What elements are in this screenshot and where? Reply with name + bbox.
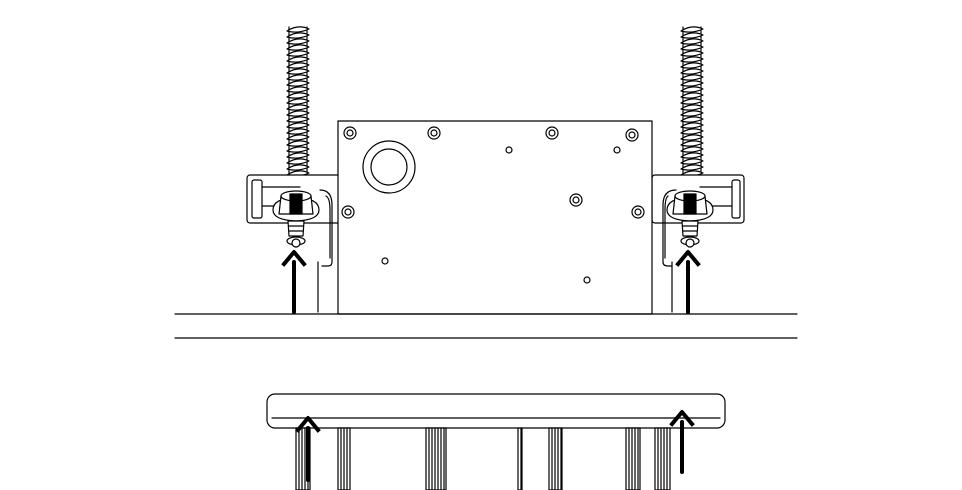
thread-coil [286, 140, 310, 147]
thread-coil [680, 74, 704, 81]
thread-coil [286, 122, 310, 129]
thread-coil [286, 128, 310, 135]
thread-coil [680, 32, 704, 39]
thread-coil [680, 56, 704, 63]
thread-coil [680, 38, 704, 45]
threaded-rod-left [286, 26, 310, 189]
small-hole [381, 257, 389, 265]
plate-holes [341, 126, 645, 284]
thread-coil [286, 56, 310, 63]
thread-coil [286, 32, 310, 39]
bolt-head [569, 193, 583, 207]
nut-assembly-left [272, 190, 320, 248]
thread-coil [286, 74, 310, 81]
thread-coil [286, 26, 310, 33]
thread-coil [286, 86, 310, 93]
up-arrow [295, 416, 321, 482]
thread-coil [680, 128, 704, 135]
thread-coil [680, 116, 704, 123]
thread-coil [286, 164, 310, 171]
thread-coil [680, 68, 704, 75]
thread-coil [680, 44, 704, 51]
thread-coil [286, 68, 310, 75]
mounting-plate [337, 120, 653, 315]
bolt-head [545, 126, 559, 140]
thread-coil [680, 158, 704, 165]
up-arrow [669, 410, 695, 474]
thread-coil [286, 62, 310, 69]
lower-tray [266, 393, 726, 490]
thread-coil [680, 62, 704, 69]
thread-coil [286, 134, 310, 141]
small-hole [505, 146, 513, 154]
threaded-rod-right [680, 26, 704, 189]
bolt-head [343, 126, 357, 140]
tray-rib [654, 427, 671, 490]
thread-coil [680, 50, 704, 57]
center-boss [362, 140, 416, 194]
small-hole [583, 276, 591, 284]
bolt-head [631, 205, 645, 219]
thread-coil [286, 116, 310, 123]
thread-coil [680, 152, 704, 159]
thread-coil [286, 50, 310, 57]
thread-coil [286, 92, 310, 99]
nut-assembly-right [666, 190, 714, 248]
thread-coil [286, 44, 310, 51]
thread-coil [286, 80, 310, 87]
up-arrow [281, 250, 307, 314]
thread-coil [680, 164, 704, 171]
thread-coil [680, 122, 704, 129]
bolt-head [625, 128, 639, 142]
thread-coil [286, 38, 310, 45]
tray-rib [517, 427, 523, 490]
bolt-head [341, 205, 355, 219]
thread-coil [286, 98, 310, 105]
thread-coil [680, 80, 704, 87]
thread-coil [680, 86, 704, 93]
thread-coil [286, 152, 310, 159]
thread-coil [680, 146, 704, 153]
thread-coil [286, 146, 310, 153]
thread-coil [680, 26, 704, 33]
thread-coil [286, 104, 310, 111]
thread-coil [680, 110, 704, 117]
upward-arrows [281, 250, 701, 482]
thread-coil [680, 104, 704, 111]
thread-coil [680, 140, 704, 147]
thread-coil [680, 98, 704, 105]
thread-coil [680, 92, 704, 99]
thread-coil [286, 158, 310, 165]
tray-ribs [295, 427, 671, 490]
thread-coil [680, 134, 704, 141]
small-hole [613, 146, 621, 154]
up-arrow [675, 250, 701, 314]
thread-coil [286, 110, 310, 117]
bolt-head [427, 126, 441, 140]
